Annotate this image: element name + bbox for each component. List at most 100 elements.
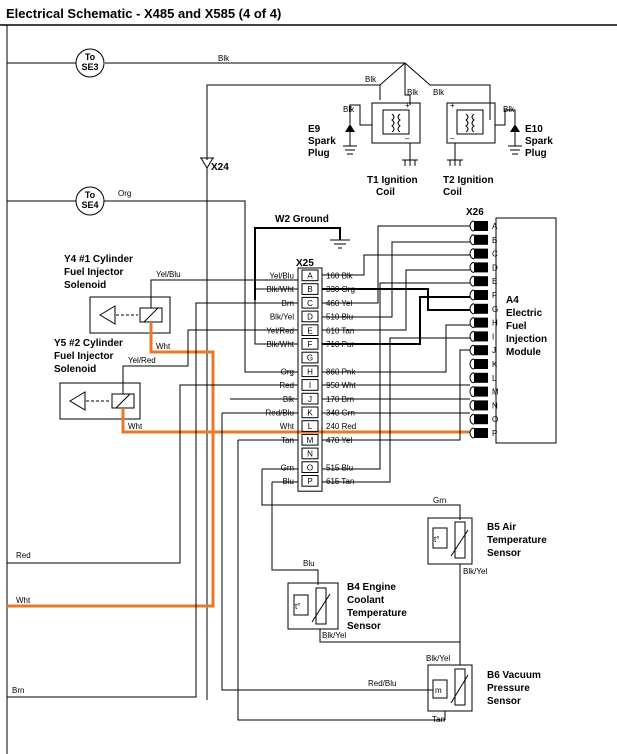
a4-label-line2: Electric: [506, 308, 543, 319]
wire-label-org: Org: [118, 189, 131, 198]
x25-pin-left-label: Org: [281, 367, 294, 376]
b4-temp-symbol: t°: [295, 602, 300, 611]
b5-air-temperature-sensor: t°: [427, 517, 473, 565]
wire-label-brn-left: Brn: [12, 686, 24, 695]
x26-pin-letter: J: [492, 346, 496, 355]
x26-pin-letter: D: [492, 263, 498, 272]
b5-label-line1: B5 Air: [487, 522, 516, 533]
x25-pin-letter: L: [308, 422, 313, 431]
b5-temp-symbol: t°: [434, 535, 439, 544]
x26-pin-letter: O: [492, 415, 498, 424]
t1-label-line1: T1 Ignition: [367, 175, 418, 186]
ref-se4-line2: SE4: [81, 200, 98, 210]
x25-pin-letter: M: [307, 436, 314, 445]
x25-pin-letter: E: [307, 326, 312, 335]
t1-plus-sign: +: [405, 101, 410, 110]
x25-pin-right-label: 240 Red: [326, 422, 356, 431]
y5-label-line1: Y5 #2 Cylinder: [54, 338, 123, 349]
ref-se3-line2: SE3: [81, 62, 98, 72]
x26-pin-o: O: [469, 413, 498, 425]
wire-label-grn-b5: Grn: [433, 496, 446, 505]
x26-pin-letter: I: [492, 332, 494, 341]
x24-label: X24: [211, 162, 229, 173]
x26-pin-letter: F: [492, 291, 497, 300]
x26-pin-letter: L: [492, 374, 497, 383]
b6-pressure-symbol: m: [435, 686, 442, 695]
x25-pin-left-label: Yel/Blu: [269, 272, 294, 281]
wire-label-wht-left: Wht: [16, 596, 31, 605]
x25-pin-letter: B: [307, 285, 312, 294]
x26-pin-letter: K: [492, 360, 498, 369]
y4-label-line3: Solenoid: [64, 280, 106, 291]
x26-pin-letter: G: [492, 305, 498, 314]
x25-pin-left-label: Blk/Wht: [266, 285, 294, 294]
x25-pin-l: L Wht 240 Red: [280, 420, 356, 432]
ref-se3: To SE3: [75, 48, 105, 78]
x25-x26-wiring: [254, 225, 470, 483]
e9-label-line2: Spark: [308, 136, 336, 147]
x26-pin-letter: A: [492, 222, 498, 231]
x26-pin-letter: H: [492, 319, 498, 328]
x25-pin-letter: J: [308, 395, 312, 404]
wire-label-blk-top: Blk: [218, 54, 230, 63]
b4-label-line4: Sensor: [347, 621, 381, 632]
wire-label-red-left: Red: [16, 551, 31, 560]
x26-pin-h: H: [469, 317, 498, 329]
x25-pin-left-label: Yel/Red: [266, 326, 294, 335]
x26-pin-p: P: [469, 427, 497, 439]
x25-pin-right-label: 160 Blk: [326, 272, 354, 281]
x25-pin-left-label: Wht: [280, 422, 295, 431]
wire-label-yel-blu: Yel/Blu: [156, 270, 181, 279]
e10-label-line2: Spark: [525, 136, 553, 147]
y4-label-line1: Y4 #1 Cylinder: [64, 254, 133, 265]
wire-label-blk-e10: Blk: [503, 105, 515, 114]
x25-pin-left-label: Blk/Yel: [270, 313, 294, 322]
wire-label-blk-e9: Blk: [343, 105, 355, 114]
x25-pin-right-label: 515 Blu: [326, 463, 353, 472]
t2-label-line1: T2 Ignition: [443, 175, 494, 186]
x26-label: X26: [466, 207, 484, 218]
x26-pin-b: B: [469, 234, 497, 246]
x26-pin-j: J: [469, 344, 496, 356]
x25-pin-letter: I: [309, 381, 311, 390]
a4-label-line3: Fuel: [506, 321, 527, 332]
b6-label-line1: B6 Vacuum: [487, 670, 541, 681]
t1-ignition-coil: + –: [371, 101, 421, 144]
x26-pin-m: M: [469, 386, 499, 398]
wire-label-blk-t1: Blk: [407, 88, 419, 97]
x25-pin-right-label: 950 Wht: [326, 381, 357, 390]
e9-spark-plug-icon: [343, 118, 357, 155]
wire-label-blk-yel-b5: Blk/Yel: [463, 567, 487, 576]
x25-pin-letter: O: [307, 463, 313, 472]
e10-label-line3: Plug: [525, 148, 547, 159]
x25-pin-o: O Grn 515 Blu: [281, 461, 353, 473]
x26-pin-n: N: [469, 399, 498, 411]
wire-label-red-blu-b6: Red/Blu: [368, 679, 396, 688]
e9-label-line1: E9: [308, 124, 321, 135]
t2-minus-sign: –: [450, 134, 455, 143]
b6-vacuum-pressure-sensor: m: [427, 664, 473, 712]
b4-coolant-temperature-sensor: t°: [287, 582, 339, 630]
y4-label-line2: Fuel Injector: [64, 267, 124, 278]
a4-label-line5: Module: [506, 347, 541, 358]
e9-label-line3: Plug: [308, 148, 330, 159]
x25-pin-letter: C: [307, 299, 313, 308]
a4-label-line4: Injection: [506, 334, 547, 345]
x26-pin-k: K: [469, 358, 498, 370]
b5-label-line2: Temperature: [487, 535, 547, 546]
x25-pin-letter: H: [307, 367, 313, 376]
x25-pin-left-label: Grn: [281, 463, 294, 472]
b6-label-line2: Pressure: [487, 683, 530, 694]
ref-se3-line1: To: [85, 52, 96, 62]
x26-pin-d: D: [469, 261, 498, 273]
x26-pin-letter: C: [492, 250, 498, 259]
b4-label-line3: Temperature: [347, 608, 407, 619]
